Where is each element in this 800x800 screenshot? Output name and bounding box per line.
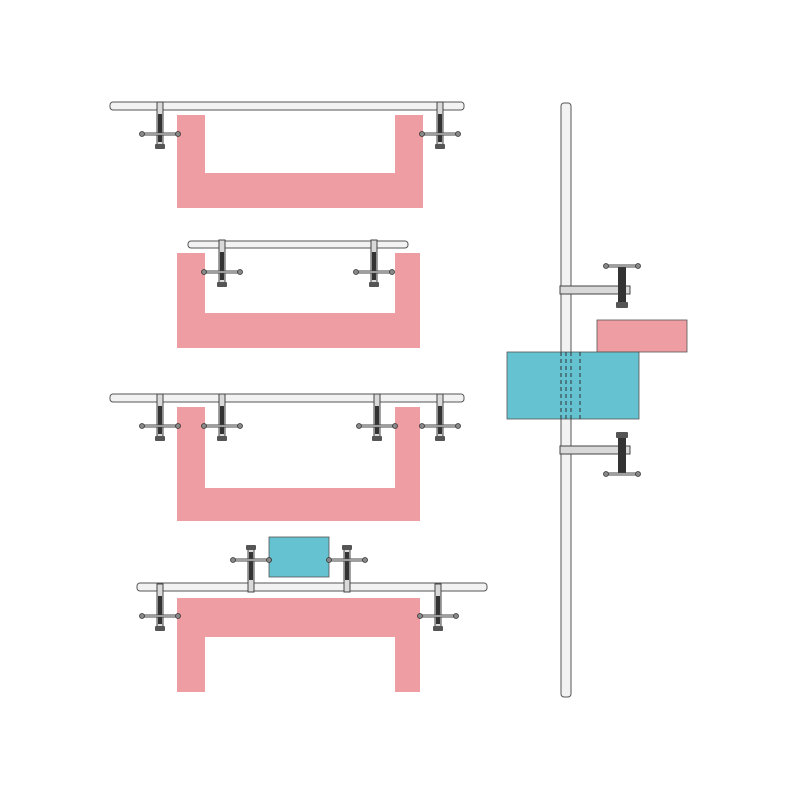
inverted-u-frame-workpiece bbox=[177, 598, 420, 692]
cyan-block-workpiece bbox=[506, 351, 640, 420]
clamp-rail bbox=[136, 582, 488, 592]
panel-inverted-u-frame-with-block bbox=[136, 536, 488, 692]
panel-u-frame-inner-clamps bbox=[177, 238, 420, 348]
sliding-bar-clamp-icon bbox=[558, 262, 642, 310]
clamp-rail bbox=[109, 101, 465, 111]
u-frame-workpiece bbox=[177, 253, 420, 348]
panel-vertical-rail-block-clamping bbox=[506, 102, 688, 698]
clamp-rail bbox=[187, 240, 409, 249]
pink-block-workpiece bbox=[596, 319, 688, 353]
panel-u-frame-outer-clamps bbox=[109, 100, 465, 208]
u-frame-workpiece bbox=[177, 115, 423, 208]
cyan-block-workpiece bbox=[268, 536, 330, 578]
u-frame-workpiece bbox=[177, 407, 420, 521]
panel-u-frame-inner-and-outer-clamps bbox=[109, 392, 465, 521]
sliding-bar-clamp-icon bbox=[558, 430, 642, 478]
